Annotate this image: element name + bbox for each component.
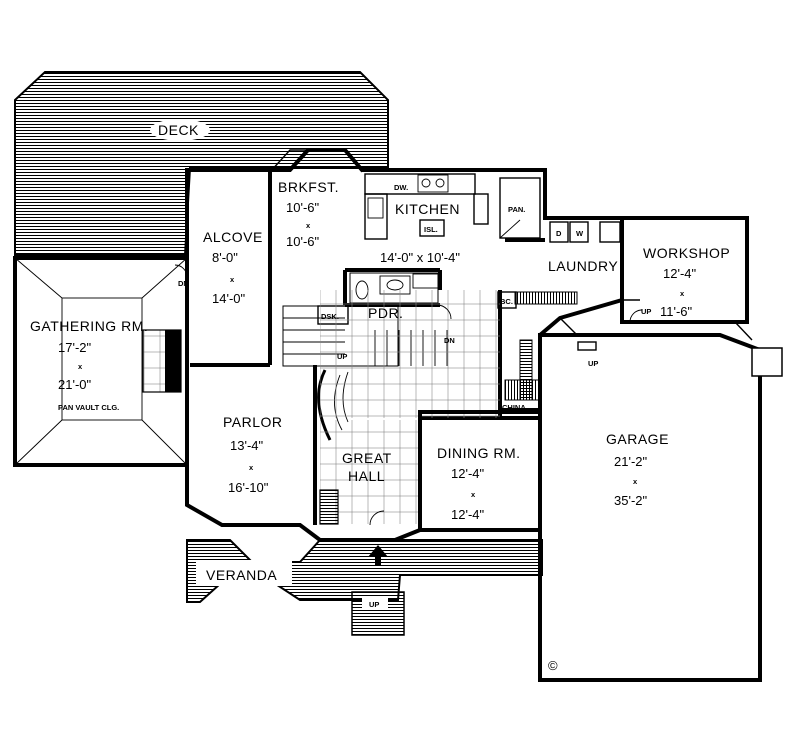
breakfast-bay xyxy=(269,149,363,173)
pan-label: PAN. xyxy=(508,205,525,214)
gathering-width: 17'-2" xyxy=(58,340,92,355)
alcove-length: 14'-0" xyxy=(212,291,246,306)
brkfst-x: x xyxy=(306,221,311,230)
deck xyxy=(14,71,389,256)
great-hall-label-2: HALL xyxy=(348,468,385,484)
pdr-label: PDR. xyxy=(368,305,403,321)
brkfst-length: 10'-6" xyxy=(286,234,320,249)
parlor-x: x xyxy=(249,463,254,472)
up-workshop-label: UP xyxy=(641,307,651,316)
gathering-length: 21'-0" xyxy=(58,377,92,392)
dining-x: x xyxy=(471,490,476,499)
garage-walls xyxy=(538,317,783,682)
veranda-label: VERANDA xyxy=(206,567,277,583)
gathering-note: PAN VAULT CLG. xyxy=(58,403,119,412)
dining-label: DINING RM. xyxy=(437,445,521,461)
up-garage-label: UP xyxy=(588,359,598,368)
alcove-width: 8'-0" xyxy=(212,250,238,265)
brkfst-label: BRKFST. xyxy=(278,179,339,195)
dsk-label: DSK. xyxy=(321,312,339,321)
dining-width: 12'-4" xyxy=(451,466,485,481)
alcove-label: ALCOVE xyxy=(203,229,263,245)
deck-label: DECK xyxy=(158,122,199,138)
workshop-length: 11'-6" xyxy=(660,304,693,319)
gathering-x: x xyxy=(78,362,83,371)
dw-label: DW. xyxy=(394,183,408,192)
garage-x: x xyxy=(633,477,638,486)
up-entry-label: UP xyxy=(369,600,379,609)
workshop-walls xyxy=(620,216,749,324)
workshop-x: x xyxy=(680,289,685,298)
dn-alcove-label: DN xyxy=(178,279,189,288)
china-label: CHINA xyxy=(502,403,526,412)
garage-length: 35'-2" xyxy=(614,493,648,508)
copyright-mark: © xyxy=(548,658,558,673)
alcove-x: x xyxy=(230,275,235,284)
workshop-label: WORKSHOP xyxy=(643,245,730,261)
parlor-length: 16'-10" xyxy=(228,480,269,495)
brkfst-width: 10'-6" xyxy=(286,200,320,215)
doors xyxy=(174,264,643,526)
great-hall-label-1: GREAT xyxy=(342,450,392,466)
bc-label: BC. xyxy=(500,297,513,306)
kitchen-cabinets xyxy=(497,291,578,401)
garage-label: GARAGE xyxy=(606,431,669,447)
workshop-width: 12'-4" xyxy=(663,266,697,281)
entry-arrow-icon xyxy=(368,545,388,566)
tile-floor xyxy=(320,290,500,418)
parlor-label: PARLOR xyxy=(223,414,283,430)
dining-length: 12'-4" xyxy=(451,507,485,522)
up-hall-label: UP xyxy=(337,352,347,361)
kitchen-dim: 14'-0" x 10'-4" xyxy=(380,250,460,265)
veranda xyxy=(186,539,543,636)
garage-width: 21'-2" xyxy=(614,454,648,469)
kitchen-counters xyxy=(364,173,541,240)
gathering-label: GATHERING RM. xyxy=(30,318,148,334)
parlor-width: 13'-4" xyxy=(230,438,264,453)
dryer-label: D xyxy=(556,229,562,238)
isl-label: ISL. xyxy=(424,225,438,234)
washer-label: W xyxy=(576,229,584,238)
kitchen-label: KITCHEN xyxy=(395,201,460,217)
coat-closet xyxy=(319,489,339,525)
gathering-room xyxy=(13,256,189,467)
laundry-label: LAUNDRY xyxy=(548,258,618,274)
dn-hall-label: DN xyxy=(444,336,455,345)
